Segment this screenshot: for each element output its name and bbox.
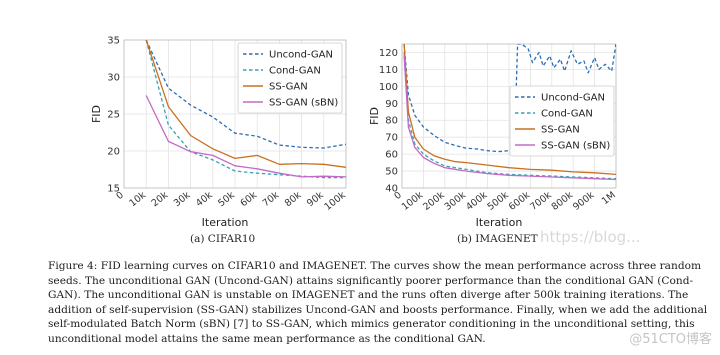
plot-frame — [401, 43, 617, 189]
legend-label: SS-GAN — [269, 82, 308, 93]
y-tick-label: 30 — [107, 73, 120, 84]
y-axis-label: FID — [90, 105, 103, 123]
series-line-cond-gan — [403, 52, 616, 180]
x-tick-label: 100k — [400, 189, 426, 213]
x-tick-label: 500k — [485, 189, 511, 213]
x-tick-label: 600k — [507, 189, 533, 213]
y-tick-label: 110 — [379, 65, 398, 76]
caption-line: addition of self-supervision (SS-GAN) st… — [48, 303, 708, 316]
figure-caption: Figure 4: FID learning curves on CIFAR10… — [48, 259, 712, 347]
x-axis-label: Iteration — [202, 216, 249, 229]
panel-b-caption: (b) IMAGENET — [457, 233, 538, 245]
y-tick-label: 90 — [385, 99, 398, 110]
watermark: @51CTO博客 — [629, 332, 712, 347]
series-line-uncond-gan — [145, 40, 346, 149]
panel-a-caption: (a) CIFAR10 — [190, 233, 256, 245]
legend-label: Cond-GAN — [541, 109, 593, 120]
caption-line: seeds. The unconditional GAN (Uncond-GAN… — [48, 274, 694, 287]
x-tick-label: 700k — [528, 189, 554, 213]
caption-line: GAN). The unconditional GAN is unstable … — [48, 289, 689, 302]
x-tick-label: 50k — [216, 189, 237, 209]
series-line-ss-gan-sbn — [145, 95, 346, 178]
x-tick-label: 30k — [172, 189, 193, 209]
caption-line: self-modulated Batch Norm (sBN) [7] to S… — [48, 318, 695, 331]
series-line-uncond-gan — [403, 44, 616, 153]
y-tick-label: 50 — [385, 167, 398, 178]
y-tick-label: 100 — [379, 82, 398, 93]
x-tick-label: 1M — [600, 190, 618, 207]
legend-label: SS-GAN — [541, 125, 580, 136]
legend-label: Cond-GAN — [269, 66, 321, 77]
y-tick-label: 35 — [107, 36, 120, 47]
y-tick-label: 25 — [107, 110, 120, 121]
legend-box — [509, 85, 615, 157]
series-line-ss-gan — [145, 40, 346, 168]
y-tick-label: 60 — [385, 150, 398, 161]
x-tick-label: 300k — [443, 189, 469, 213]
legend-box — [237, 42, 343, 114]
x-axis-label: Iteration — [476, 216, 523, 229]
y-tick-label: 20 — [107, 147, 120, 158]
series-group — [403, 44, 616, 181]
watermark-url: https://blog... — [540, 228, 641, 246]
x-tick-label: 20k — [150, 189, 171, 209]
caption-line: unconditional model attains the same mea… — [48, 332, 486, 345]
x-tick-label: 200k — [421, 189, 447, 213]
y-tick-label: 15 — [107, 184, 120, 195]
x-tick-label: 0 — [114, 190, 126, 202]
plot-frame — [123, 39, 347, 189]
x-tick-label: 60k — [238, 189, 259, 209]
series-group — [145, 40, 346, 179]
y-tick-label: 70 — [385, 133, 398, 144]
imagenet-fid-chart: 40 50 60 70 80 90 100 110 120 0100k200k300k400k50… — [368, 43, 618, 229]
x-tick-label: 400k — [464, 189, 490, 213]
x-tick-label: 900k — [571, 189, 597, 213]
x-tick-label: 80k — [283, 189, 304, 209]
legend-label: SS-GAN (sBN) — [269, 98, 338, 109]
legend-label: Uncond-GAN — [541, 93, 605, 104]
legend-label: Uncond-GAN — [269, 50, 333, 61]
y-tick-label: 80 — [385, 116, 398, 127]
series-line-ss-gan-sbn — [403, 55, 616, 181]
x-tick-label: 100k — [322, 189, 348, 213]
x-tick-label: 70k — [261, 189, 282, 209]
x-tick-label: 40k — [194, 189, 215, 209]
y-axis-label: FID — [368, 107, 381, 125]
y-tick-label: 40 — [385, 184, 398, 195]
series-line-ss-gan — [403, 44, 616, 176]
x-tick-label: 0 — [392, 190, 404, 202]
legend: Uncond-GAN Cond-GAN SS-GAN SS-GAN (sBN) — [237, 42, 343, 114]
y-tick-label: 120 — [379, 48, 398, 59]
caption-line: Figure 4: FID learning curves on CIFAR10… — [48, 260, 702, 272]
legend: Uncond-GAN Cond-GAN SS-GAN SS-GAN (sBN) — [509, 85, 615, 157]
x-tick-label: 10k — [127, 189, 148, 209]
legend-label: SS-GAN (sBN) — [541, 141, 610, 152]
x-tick-label: 800k — [550, 189, 576, 213]
